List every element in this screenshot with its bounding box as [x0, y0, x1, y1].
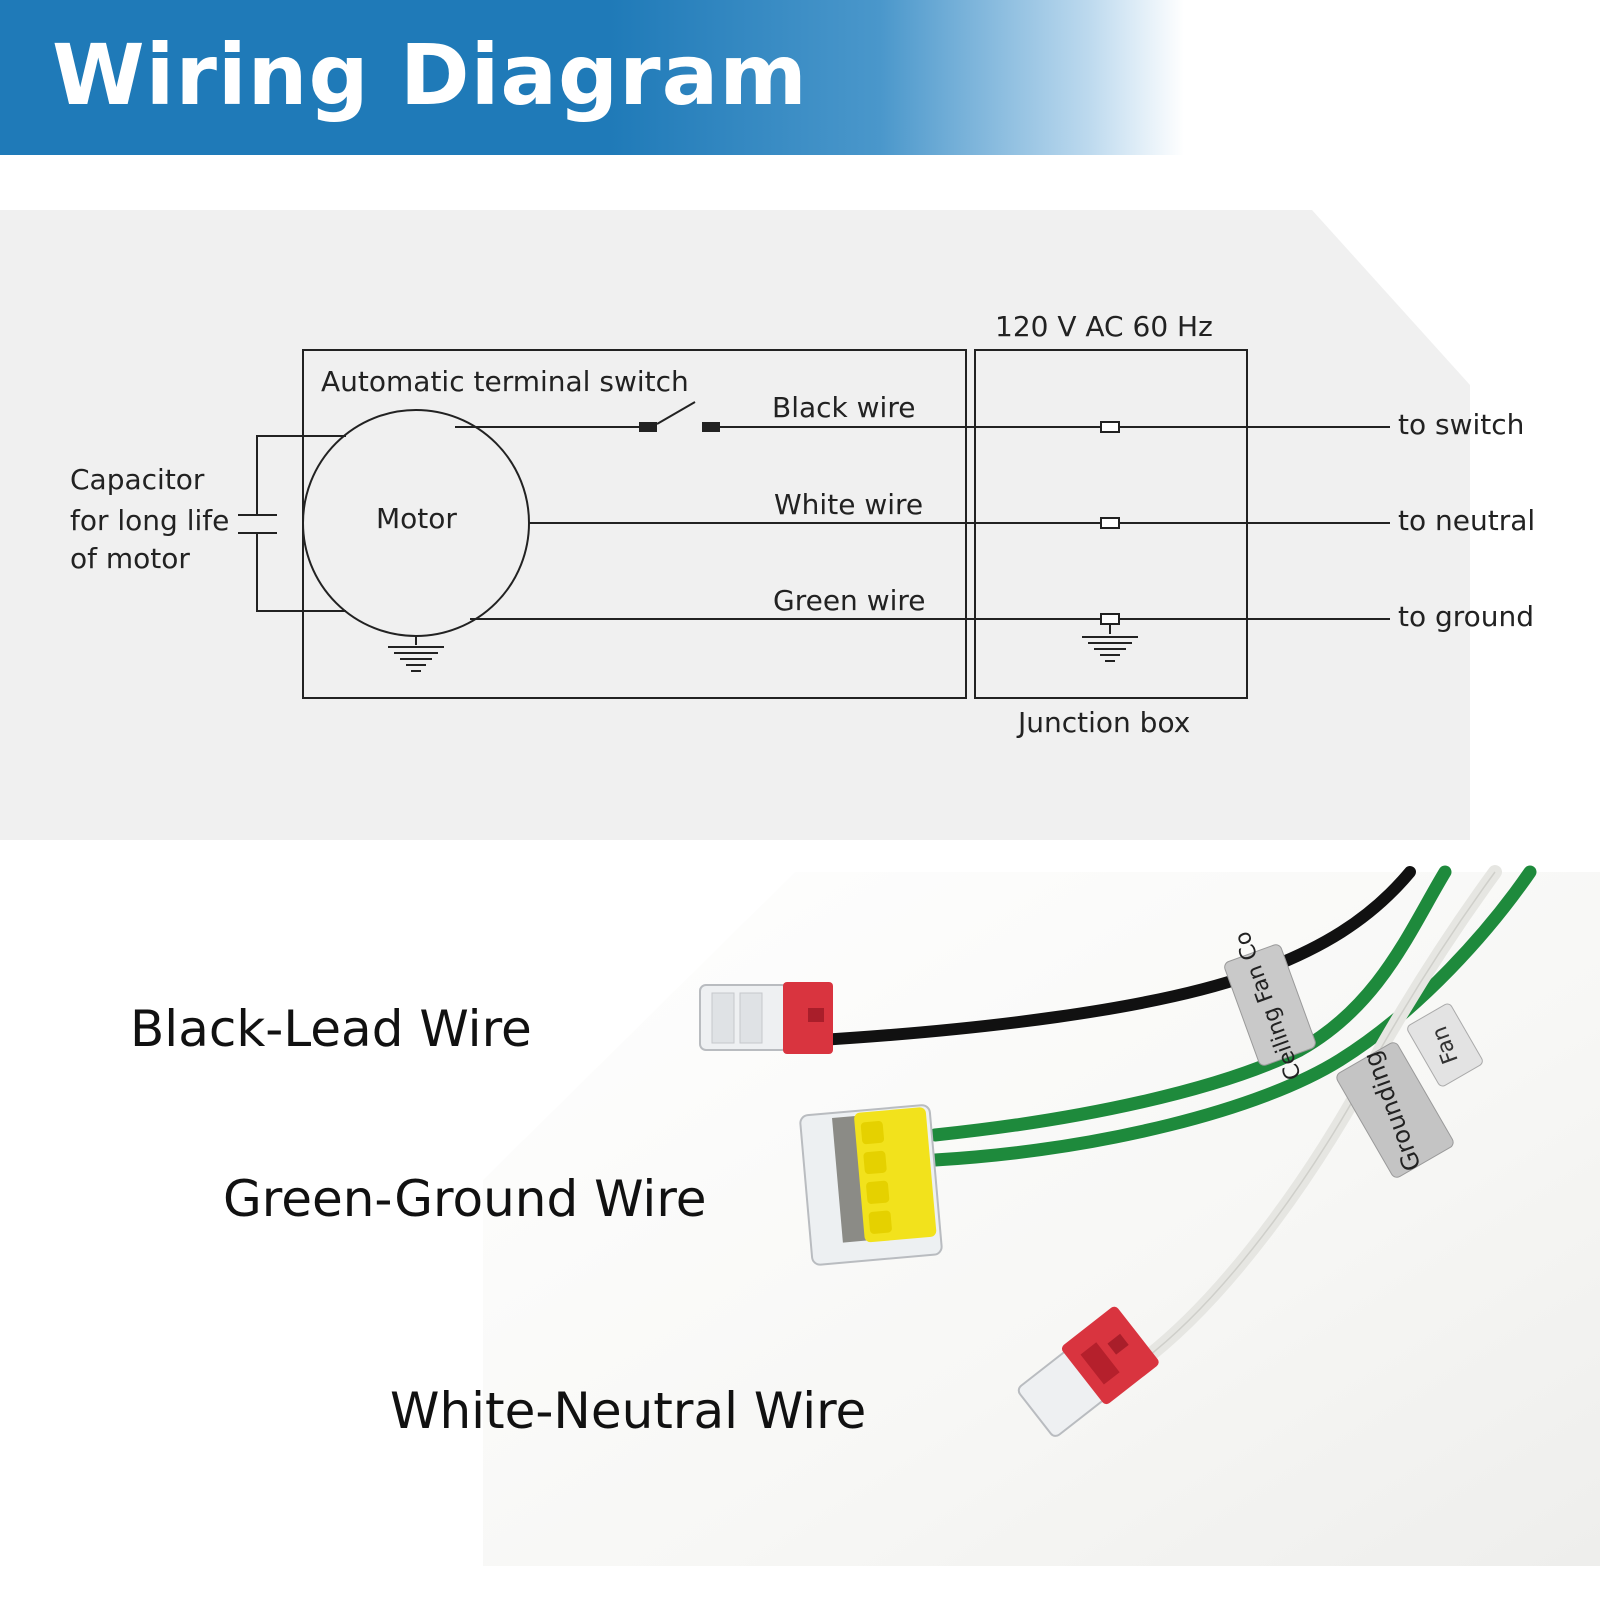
black-lead-wire-label: Black-Lead Wire [130, 1000, 532, 1058]
capacitor-label-line2: for long life [70, 504, 230, 537]
header-banner: Wiring Diagram [0, 0, 1600, 155]
motor-label: Motor [376, 502, 457, 535]
white-neutral-wire-label: White-Neutral Wire [390, 1382, 867, 1440]
white-wire-terminal [1100, 517, 1120, 529]
black-wire-terminal [1100, 421, 1120, 433]
to-ground-label: to ground [1398, 600, 1535, 633]
terminal-switch-label: Automatic terminal switch [321, 365, 689, 398]
motor-ground-symbol [388, 636, 444, 672]
junction-box-label: Junction box [1018, 706, 1191, 739]
page-title: Wiring Diagram [52, 26, 808, 124]
black-wire-label: Black wire [772, 391, 916, 424]
green-wire-2 [928, 865, 1537, 1167]
to-neutral-label: to neutral [1398, 504, 1536, 537]
black-wire-line [455, 401, 1390, 432]
red-connector-black [699, 982, 833, 1054]
yellow-connector-ground [799, 1104, 943, 1266]
white-wire-label: White wire [774, 488, 924, 521]
voltage-label: 120 V AC 60 Hz [995, 310, 1213, 343]
diagram-panel-background [0, 210, 1470, 840]
capacitor-symbol [238, 435, 346, 612]
capacitor-label-line3: of motor [70, 542, 190, 575]
capacitor-label-line1: Capacitor [70, 463, 205, 496]
black-wire [814, 866, 1416, 1046]
red-connector-white [1017, 1306, 1159, 1437]
junction-ground-symbol [1082, 624, 1138, 662]
green-wire-label: Green wire [773, 584, 926, 617]
green-ground-wire-label: Green-Ground Wire [223, 1170, 707, 1228]
to-switch-label: to switch [1398, 408, 1525, 441]
wire-tag-3: Fan [1407, 1003, 1483, 1087]
